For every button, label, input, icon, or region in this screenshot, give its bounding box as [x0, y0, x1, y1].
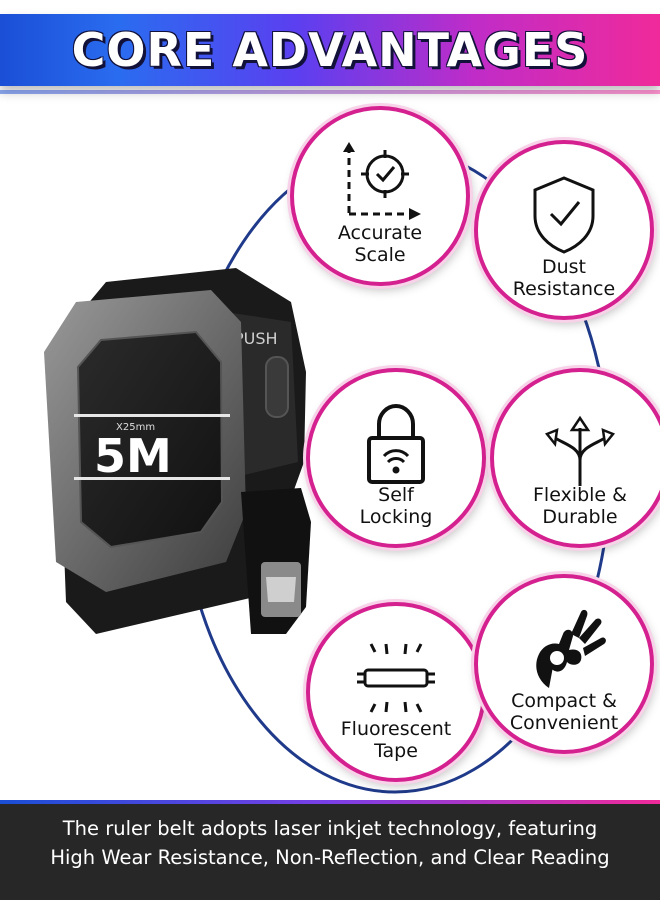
feature-self-locking: Self Locking	[306, 368, 486, 548]
banner-divider	[0, 90, 660, 94]
feature-fluorescent-tape: Fluorescent Tape	[306, 602, 486, 782]
footer-divider	[0, 800, 660, 804]
ok-hand-icon	[536, 609, 606, 688]
feature-label: Compact & Convenient	[509, 690, 619, 734]
feature-compact-convenient: Compact & Convenient	[474, 574, 654, 754]
tape-measure-image: PUSH X25mm 5M	[44, 268, 311, 634]
feature-label: Flexible & Durable	[533, 484, 627, 528]
feature-label: Self Locking	[359, 484, 433, 528]
feature-accurate-scale: Accurate Scale	[290, 106, 470, 286]
shield-check-icon	[533, 176, 595, 254]
padlock-icon	[367, 403, 425, 484]
feature-flexible-durable: Flexible & Durable	[490, 368, 660, 548]
tape-length-label: 5M	[94, 429, 172, 483]
feature-label: Accurate Scale	[337, 222, 423, 266]
footer-caption: The ruler belt adopts laser inkjet techn…	[10, 814, 650, 872]
feature-label: Dust Resistance	[512, 256, 616, 300]
target-check-icon	[343, 142, 421, 220]
page-title: CORE ADVANTAGES	[71, 23, 589, 77]
footer-line-2: High Wear Resistance, Non-Reflection, an…	[50, 846, 610, 869]
footer-line-1: The ruler belt adopts laser inkjet techn…	[62, 817, 598, 840]
feature-dust-resistance: Dust Resistance	[474, 140, 654, 320]
fluorescent-tube-icon	[357, 643, 435, 713]
footer-bar	[0, 800, 660, 900]
header-banner: CORE ADVANTAGES	[0, 0, 660, 100]
push-label: PUSH	[234, 329, 278, 348]
split-arrows-icon	[544, 415, 616, 486]
feature-label: Fluorescent Tape	[340, 718, 452, 762]
tape-width-label: X25mm	[116, 422, 155, 433]
banner-gradient	[0, 14, 660, 86]
